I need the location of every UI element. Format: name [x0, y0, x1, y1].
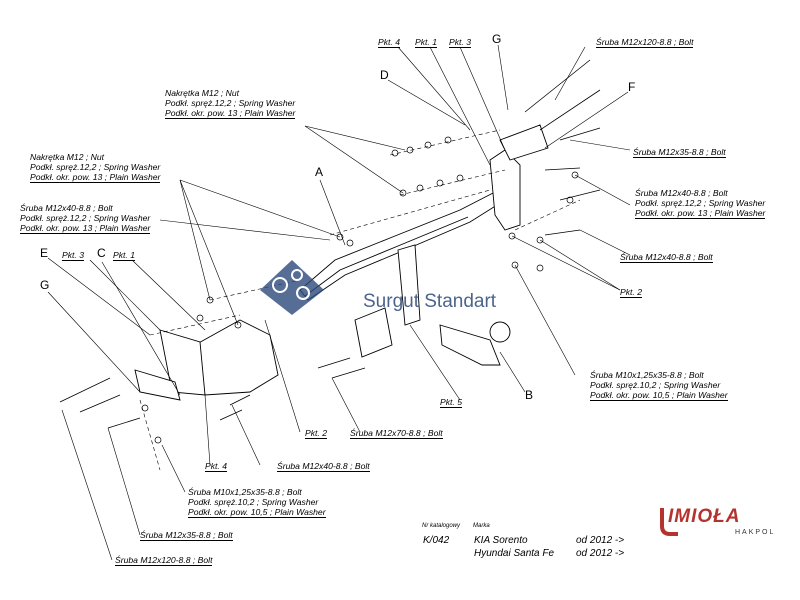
catalog-model-year: od 2012 ->: [576, 535, 625, 546]
label-pkt2-left: Pkt. 2: [305, 428, 327, 439]
catalog-model-name: KIA Sorento: [474, 535, 528, 546]
label-f: F: [628, 80, 636, 94]
watermark-text: Surgut Standart: [363, 291, 497, 312]
label-bolt-35-right: Śruba M12x35-8.8 ; Bolt: [633, 147, 726, 158]
label-pkt2-right: Pkt. 2: [620, 287, 642, 298]
catalog-model-year: od 2012 ->: [576, 548, 625, 559]
catalog-model-name: Hyundai Santa Fe: [474, 548, 555, 559]
label-bolt-70: Śruba M12x70-8.8 ; Bolt: [350, 428, 443, 439]
label-d: D: [380, 68, 389, 82]
label-nut-upper: Nakrętka M12 ; Nut Podkł. spręż.12,2 ; S…: [165, 88, 296, 119]
label-pkt3-top: Pkt. 3: [449, 37, 471, 48]
label-nut-left: Nakrętka M12 ; Nut Podkł. spręż.12,2 ; S…: [30, 152, 161, 183]
label-bolt-120-bottom: Śruba M12x120-8.8 ; Bolt: [115, 555, 213, 566]
catalog-number-label: Nr katalogowy: [422, 523, 461, 529]
brand-name: IMIOŁA: [668, 506, 741, 527]
catalog-number-value: K/042: [423, 535, 450, 546]
label-a: A: [315, 165, 324, 179]
socket-plate: [354, 307, 393, 358]
label-bolt-35-bottom: Śruba M12x35-8.8 ; Bolt: [140, 530, 233, 541]
label-c: C: [97, 246, 106, 260]
label-bolt-40-right: Śruba M12x40-8.8 ; Bolt Podkł. spręż.12,…: [635, 188, 766, 219]
gear-logo-icon: [260, 260, 324, 315]
catalog-brand-label: Marka: [473, 523, 490, 529]
label-pkt5: Pkt. 5: [440, 397, 462, 408]
label-pkt1-top: Pkt. 1: [415, 37, 437, 48]
tow-ball-arm: [439, 324, 501, 366]
label-bolt-120-top: Śruba M12x120-8.8 ; Bolt: [596, 37, 694, 48]
label-e: E: [40, 246, 49, 260]
right-bracket: [489, 149, 521, 231]
label-bolt-m10-bottom: Śruba M10x1,25x35-8.8 ; Bolt Podkł. sprę…: [188, 487, 326, 518]
label-bolt-40-right2: Śruba M12x40-8.8 ; Bolt: [620, 252, 713, 263]
brand-subtitle: HAKPOL: [735, 529, 776, 536]
label-bolt-m10-right: Śruba M10x1,25x35-8.8 ; Bolt Podkł. sprę…: [590, 370, 728, 401]
label-bolt-40-bottom: Śruba M12x40-8.8 ; Bolt: [277, 461, 370, 472]
label-pkt1-left: Pkt. 1: [113, 250, 135, 261]
drop-plate: [397, 244, 421, 326]
tow-ball: [489, 321, 511, 343]
label-g-left: G: [40, 278, 50, 292]
label-g-top: G: [492, 32, 502, 46]
left-bracket: [194, 319, 279, 396]
brand-hook-icon: [660, 508, 678, 536]
label-bolt-40-left: Śruba M12x40-8.8 ; Bolt Podkł. spręż.12,…: [20, 203, 151, 234]
label-pkt3-left: Pkt. 3: [62, 250, 84, 261]
label-pkt4-bottom: Pkt. 4: [205, 461, 227, 472]
label-b: B: [525, 388, 534, 402]
label-pkt4-top: Pkt. 4: [378, 37, 400, 48]
